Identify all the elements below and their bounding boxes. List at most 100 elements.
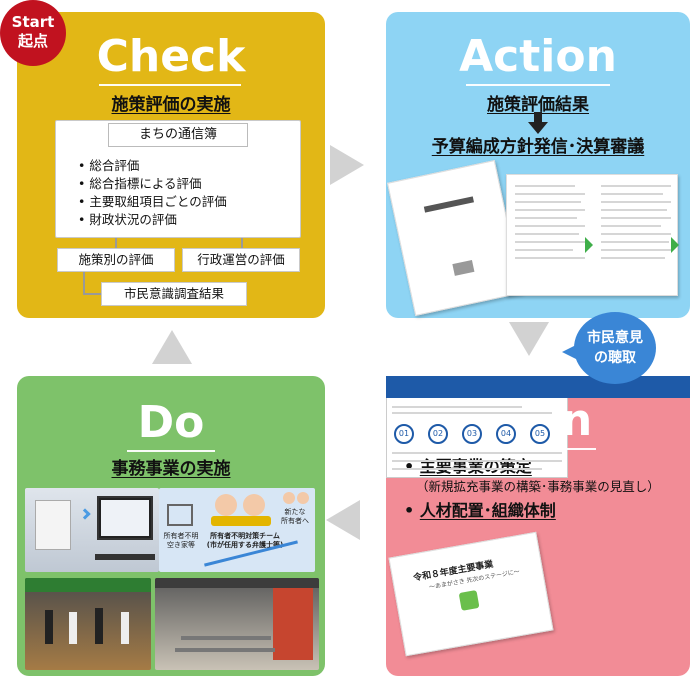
cycle-arrow-right-icon [330,145,364,185]
check-title: Check [96,31,246,82]
start-badge-line1: Start [11,13,55,31]
text-line [392,468,542,470]
green-arrow-icon [671,237,679,253]
green-arrow-icon [585,237,593,253]
action-line2: 予算編成方針発信･決算審議 [431,137,645,157]
check-title-rule [99,84,241,86]
text-line [601,257,665,259]
action-title: Action [459,31,617,82]
do-title-rule [127,450,215,452]
check-subtitle: 施策評価の実施 [111,95,231,115]
cycle-arrow-left-icon [326,500,360,540]
person-silhouette [45,610,53,644]
person-silhouette [121,612,129,644]
town-report-header: まちの通信簿 [108,123,248,147]
start-badge-line2: 起点 [17,32,48,50]
cover-title-graphic [423,196,474,213]
text-line [601,249,671,251]
plan-quadrant: Plan • 主要事業の策定 （新規拡充事業の構築･事務事業の見直し） • 人材… [386,376,690,676]
admin-evaluation-box: 行政運営の評価 [182,248,300,272]
mascot-graphic [458,590,480,611]
cover-date-graphic [452,259,475,276]
house-icon [167,504,193,526]
summary-circle: 04 [496,424,516,444]
connector-line [83,272,85,294]
connector-line [115,238,117,248]
text-line [601,193,663,195]
text-line [601,233,671,235]
paper-form-graphic [35,500,71,550]
text-line [601,225,661,227]
summary-circle: 01 [394,424,414,444]
plan-list: • 主要事業の策定 （新規拡充事業の構築･事務事業の見直し） • 人材配置･組織… [404,456,660,522]
person-silhouette [69,612,77,644]
plan-title-rule [478,448,596,450]
policy-evaluation-box: 施策別の評価 [57,248,175,272]
brick-wall-graphic [273,588,313,660]
monitor-screen-graphic [101,500,149,536]
list-item: 財政状況の評価 [78,211,227,229]
connector-line [83,293,101,295]
action-quadrant: Action 施策評価結果 予算編成方針発信･決算審議 [386,12,690,318]
evaluation-report-cover [387,160,523,316]
text-line [515,201,581,203]
cycle-arrow-down-icon [509,322,549,356]
text-line [392,460,562,462]
list-item: 総合指標による評価 [78,175,227,193]
team-label: 所有者不明対策チーム (市が任用する弁護士等) [206,532,284,549]
summary-header-band [386,376,690,398]
town-report-list: 総合評価 総合指標による評価 主要取組項目ごとの評価 財政状況の評価 [78,157,227,229]
plan-document-cover: 令和８年度主要事業 〜あまがさき 先次のステージに〜 [388,531,554,657]
unknown-owner-label: 所有者不明 空き家等 [163,532,199,549]
list-item: 総合評価 [78,157,227,175]
list-item: 主要取組項目ごとの評価 [78,193,226,211]
text-line [392,452,562,454]
plan-summary-document: 01 02 03 04 05 [386,376,690,478]
citizen-survey-box: 市民意識調査結果 [101,282,247,306]
gym-wall-graphic [25,578,151,592]
person-icon [243,494,265,516]
text-line [601,185,671,187]
connector-line [241,238,243,248]
action-title-rule [466,84,610,86]
check-quadrant: Check 施策評価の実施 まちの通信簿 総合評価 総合指標による評価 主要取組… [17,12,325,318]
text-line [601,201,671,203]
summary-circle: 05 [530,424,550,444]
text-line [515,241,585,243]
text-line [515,249,573,251]
plan-item: • 人材配置･組織体制 [404,501,556,520]
cycle-arrow-up-icon [152,330,192,364]
person-silhouette [95,608,103,644]
text-line [515,217,577,219]
text-line [515,185,575,187]
chairs-graphic [181,636,271,640]
text-line [392,406,522,408]
text-line [601,217,671,219]
team-desk-graphic [211,516,271,526]
citizen-hearing-bubble: 市民意見 の聴取 [574,312,656,384]
citizen-hearing-line1: 市民意見 [587,330,643,346]
text-line [601,209,667,211]
ceiling-graphic [155,578,319,588]
text-line [515,225,585,227]
office-photo [25,488,159,572]
gym-photo [25,578,151,670]
plan-item-note: （新規拡充事業の構築･事務事業の見直し） [416,479,660,494]
new-owner-label: 新たな 所有者へ [281,508,309,525]
summary-circle: 02 [428,424,448,444]
citizen-hearing-line2: の聴取 [594,350,636,366]
text-line [392,412,552,414]
down-arrow-icon [528,112,548,134]
text-line [515,193,585,195]
text-line [515,233,579,235]
town-report-box: まちの通信簿 総合評価 総合指標による評価 主要取組項目ごとの評価 財政状況の評… [55,120,301,238]
person-icon [215,494,237,516]
start-badge: Start 起点 [0,0,66,66]
do-subtitle: 事務事業の実施 [111,459,231,479]
arrow-icon [79,508,91,520]
text-line [601,241,669,243]
chairs-graphic [175,648,275,652]
text-line [515,257,585,259]
do-title: Do [137,397,205,448]
action-line1: 施策評価結果 [487,95,589,115]
